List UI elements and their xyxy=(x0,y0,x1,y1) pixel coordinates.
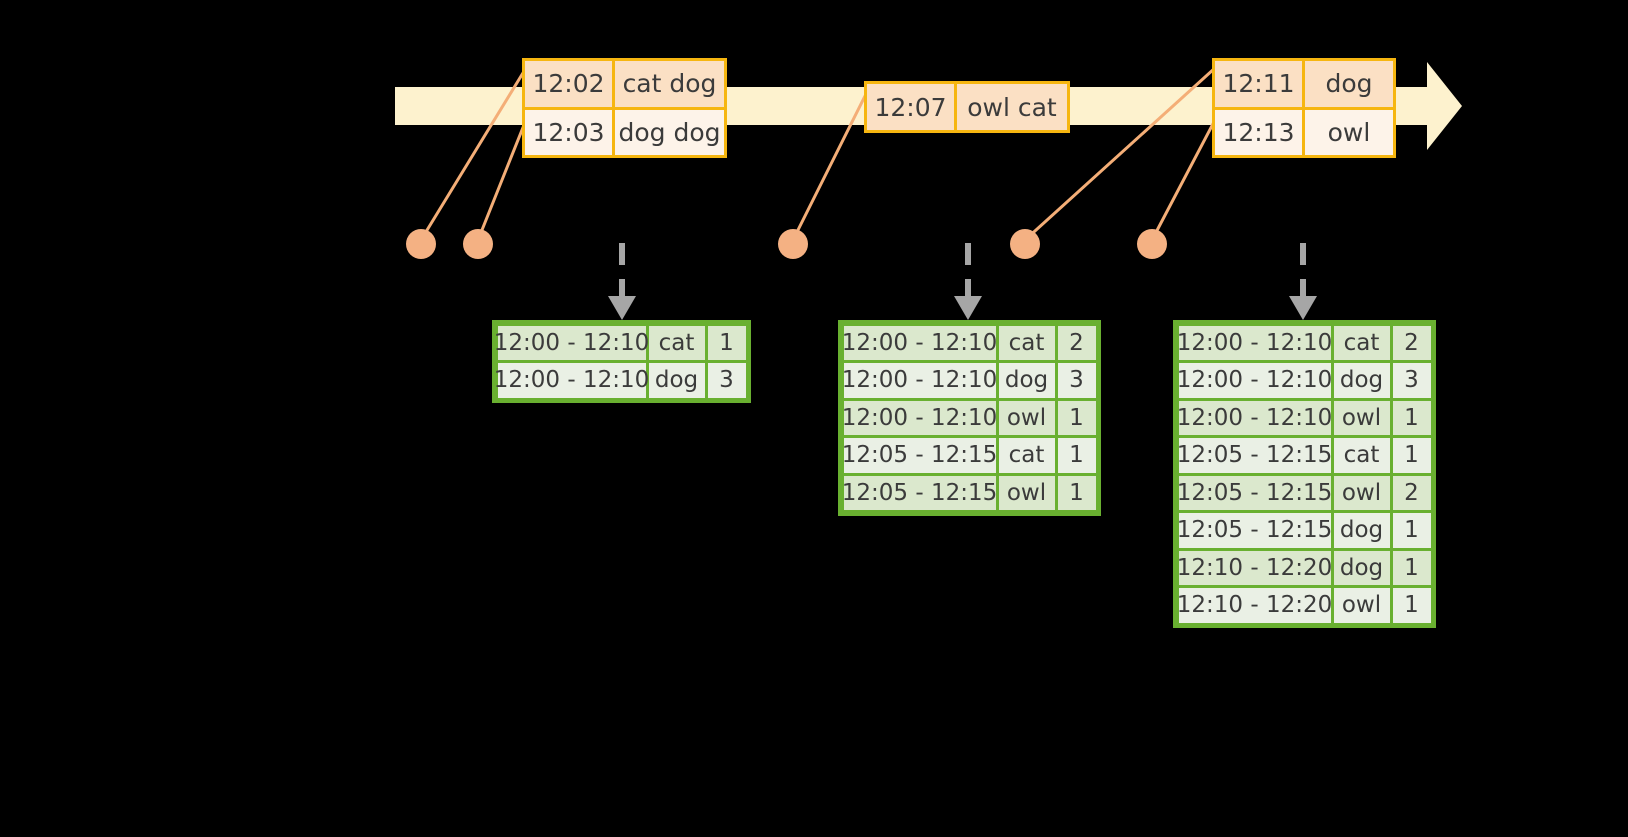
cell-word: dog xyxy=(1333,363,1390,398)
event-time: 12:03 xyxy=(525,109,615,155)
cell-count: 3 xyxy=(707,363,746,398)
event-words: owl cat xyxy=(957,84,1067,130)
cell-window: 12:05 - 12:15 xyxy=(842,475,997,510)
cell-window: 12:05 - 12:15 xyxy=(1177,438,1332,473)
table-row: 12:10 - 12:20 owl 1 xyxy=(1177,587,1432,625)
connector-12-07 xyxy=(791,90,869,242)
table-row: 12:00 - 12:10 dog 3 xyxy=(494,362,747,400)
cell-window: 12:00 - 12:10 xyxy=(1177,400,1332,435)
cell-window: 12:00 - 12:10 xyxy=(1177,363,1332,398)
cell-count: 1 xyxy=(1392,588,1431,623)
cell-word: cat xyxy=(1333,325,1390,360)
cell-count: 1 xyxy=(1057,438,1096,473)
cell-count: 3 xyxy=(1057,363,1096,398)
emit-arrow-2-head xyxy=(954,296,982,320)
cell-window: 12:05 - 12:15 xyxy=(842,438,997,473)
cell-word: owl xyxy=(998,475,1055,510)
cell-count: 2 xyxy=(1392,475,1431,510)
cell-word: owl xyxy=(1333,475,1390,510)
table-row: 12:00 - 12:10 owl 1 xyxy=(842,399,1097,437)
table-row: 12:05 - 12:15 owl 1 xyxy=(842,474,1097,512)
table-row: 12:00 - 12:10 cat 1 xyxy=(494,324,747,362)
cell-word: cat xyxy=(998,438,1055,473)
cell-count: 1 xyxy=(1392,550,1431,585)
emit-arrow-3-head xyxy=(1289,296,1317,320)
cell-word: dog xyxy=(1333,550,1390,585)
event-words: dog xyxy=(1305,61,1393,107)
event-box-1: 12:02 cat dog 12:03 dog dog xyxy=(522,58,727,158)
cell-word: dog xyxy=(648,363,705,398)
table-row: 12:00 - 12:10 dog 3 xyxy=(842,362,1097,400)
connector-12-13 xyxy=(1150,118,1217,242)
cell-word: owl xyxy=(998,400,1055,435)
cell-count: 1 xyxy=(1392,513,1431,548)
marker-dots xyxy=(406,229,1167,259)
result-table-3: 12:00 - 12:10 cat 2 12:00 - 12:10 dog 3 … xyxy=(1173,320,1436,628)
event-time: 12:11 xyxy=(1215,61,1305,107)
event-words: dog dog xyxy=(615,109,724,155)
result-table-1: 12:00 - 12:10 cat 1 12:00 - 12:10 dog 3 xyxy=(492,320,751,403)
connector-12-02 xyxy=(419,66,528,242)
cell-count: 1 xyxy=(1392,438,1431,473)
table-row: 12:10 - 12:20 dog 1 xyxy=(1177,549,1432,587)
cell-window: 12:10 - 12:20 xyxy=(1177,588,1332,623)
cell-count: 1 xyxy=(1392,400,1431,435)
event-words: cat dog xyxy=(615,61,724,107)
event-time: 12:02 xyxy=(525,61,615,107)
cell-count: 1 xyxy=(1057,400,1096,435)
cell-word: dog xyxy=(998,363,1055,398)
event-row: 12:03 dog dog xyxy=(525,106,724,155)
event-row: 12:13 owl xyxy=(1215,106,1393,155)
cell-window: 12:05 - 12:15 xyxy=(1177,513,1332,548)
table-row: 12:05 - 12:15 cat 1 xyxy=(842,437,1097,475)
emit-arrow-heads xyxy=(608,296,1317,320)
marker-dot-12-13 xyxy=(1137,229,1167,259)
cell-word: owl xyxy=(1333,588,1390,623)
table-row: 12:05 - 12:15 dog 1 xyxy=(1177,512,1432,550)
cell-count: 2 xyxy=(1392,325,1431,360)
table-row: 12:05 - 12:15 cat 1 xyxy=(1177,437,1432,475)
cell-word: cat xyxy=(1333,438,1390,473)
cell-word: cat xyxy=(648,325,705,360)
marker-dot-12-11 xyxy=(1010,229,1040,259)
cell-count: 3 xyxy=(1392,363,1431,398)
cell-word: cat xyxy=(998,325,1055,360)
table-row: 12:00 - 12:10 owl 1 xyxy=(1177,399,1432,437)
event-box-3: 12:11 dog 12:13 owl xyxy=(1212,58,1396,158)
event-row: 12:11 dog xyxy=(1215,61,1393,107)
cell-word: owl xyxy=(1333,400,1390,435)
cell-window: 12:05 - 12:15 xyxy=(1177,475,1332,510)
cell-window: 12:00 - 12:10 xyxy=(494,363,649,398)
cell-count: 1 xyxy=(1057,475,1096,510)
connector-12-03 xyxy=(476,118,528,242)
marker-dot-12-07 xyxy=(778,229,808,259)
marker-dot-12-03 xyxy=(463,229,493,259)
cell-word: dog xyxy=(1333,513,1390,548)
emit-arrow-1-head xyxy=(608,296,636,320)
table-row: 12:00 - 12:10 dog 3 xyxy=(1177,362,1432,400)
cell-window: 12:00 - 12:10 xyxy=(842,363,997,398)
event-time: 12:13 xyxy=(1215,109,1305,155)
table-row: 12:00 - 12:10 cat 2 xyxy=(842,324,1097,362)
table-row: 12:00 - 12:10 cat 2 xyxy=(1177,324,1432,362)
emit-arrows xyxy=(619,243,1306,300)
event-row: 12:07 owl cat xyxy=(867,84,1067,130)
cell-window: 12:00 - 12:10 xyxy=(494,325,649,360)
cell-window: 12:00 - 12:10 xyxy=(1177,325,1332,360)
cell-count: 1 xyxy=(707,325,746,360)
cell-window: 12:00 - 12:10 xyxy=(842,325,997,360)
table-row: 12:05 - 12:15 owl 2 xyxy=(1177,474,1432,512)
cell-count: 2 xyxy=(1057,325,1096,360)
result-table-2: 12:00 - 12:10 cat 2 12:00 - 12:10 dog 3 … xyxy=(838,320,1101,516)
event-row: 12:02 cat dog xyxy=(525,61,724,107)
cell-window: 12:00 - 12:10 xyxy=(842,400,997,435)
event-words: owl xyxy=(1305,109,1393,155)
event-time: 12:07 xyxy=(867,84,957,130)
marker-dot-12-02 xyxy=(406,229,436,259)
event-box-2: 12:07 owl cat xyxy=(864,81,1070,133)
cell-window: 12:10 - 12:20 xyxy=(1177,550,1332,585)
